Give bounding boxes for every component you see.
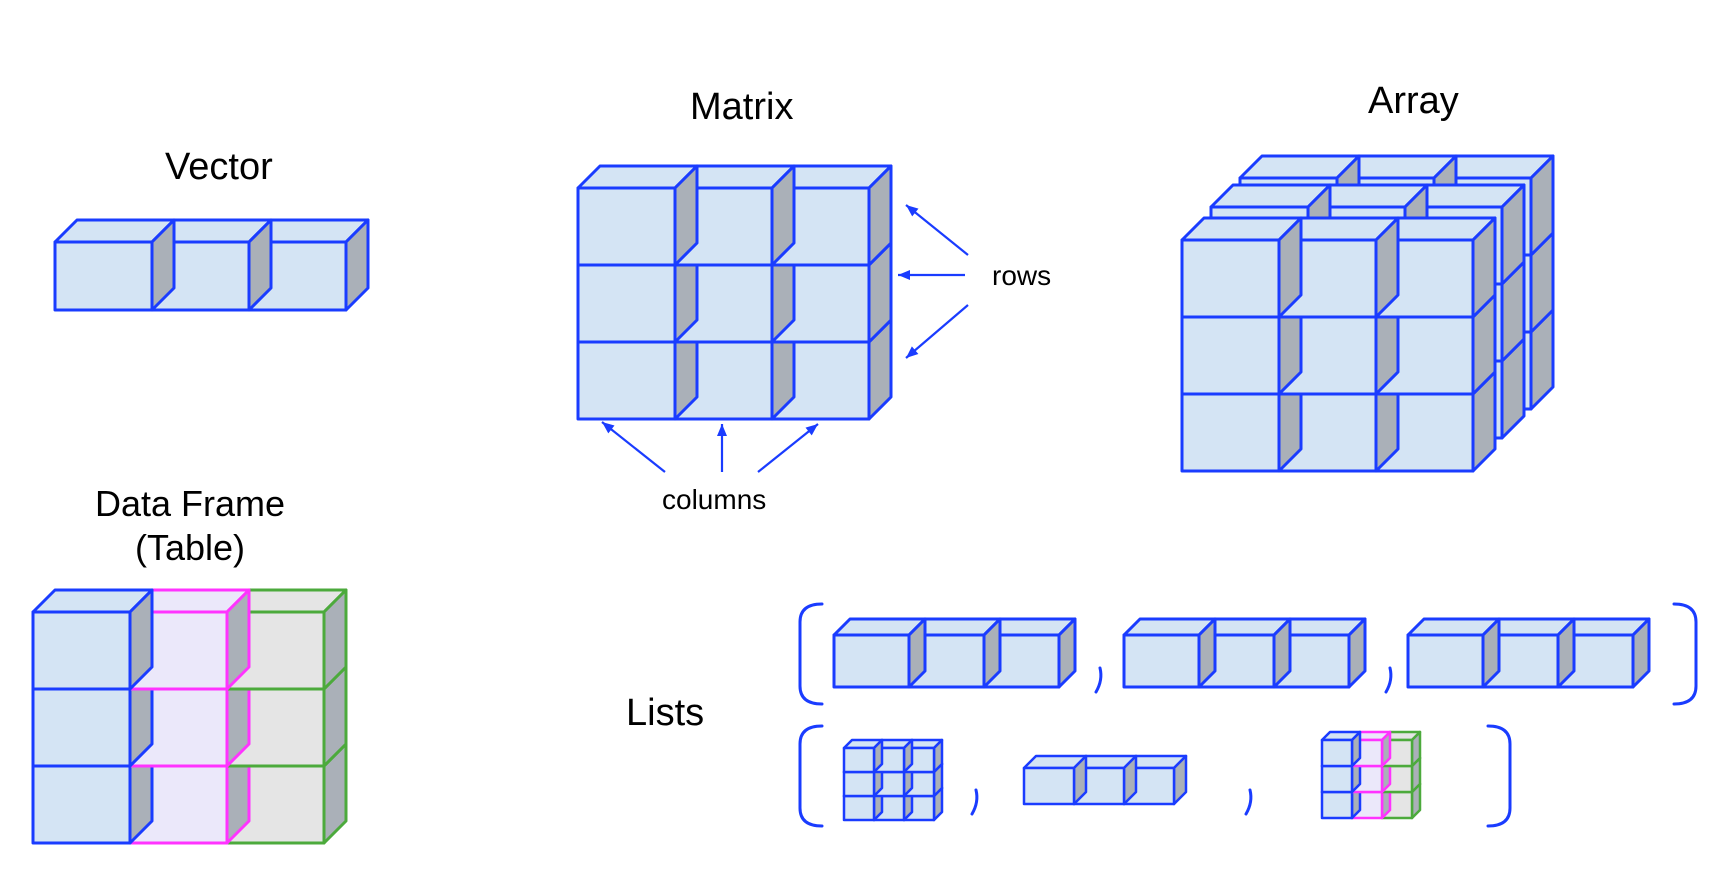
- cell-0-2: [1374, 216, 1497, 319]
- lists-title: Lists: [626, 692, 705, 734]
- arrow-line: [757, 423, 819, 473]
- cell-front-face: [31, 610, 132, 691]
- data-frame-title-line2: (Table): [134, 527, 246, 568]
- cell-0-2: [770, 164, 893, 267]
- cell-0-2: [247, 218, 370, 312]
- cell-0-2: [225, 588, 348, 691]
- cell-0-2: [982, 617, 1077, 689]
- columns-arrow-1: [601, 421, 666, 473]
- arrow-head: [898, 270, 910, 280]
- cell-front-face: [842, 770, 876, 798]
- rows-arrow-3: [905, 304, 969, 359]
- vector-title: Vector: [165, 146, 273, 188]
- cell-front-face: [53, 240, 154, 312]
- vector-cells: [53, 218, 370, 312]
- list-2-comma-1: [970, 788, 979, 816]
- cell-front-face: [1022, 766, 1076, 806]
- data-frame-title: Data Frame (Table): [60, 482, 320, 570]
- cell-front-face: [1122, 633, 1201, 689]
- list-1: [832, 617, 1651, 689]
- cell-0-1: [1277, 216, 1400, 319]
- cell-0-1: [1072, 754, 1138, 806]
- cell-front-face: [1180, 238, 1281, 319]
- cell-front-face: [842, 746, 876, 774]
- cell-0-0: [1022, 754, 1088, 806]
- array-title: Array: [1368, 80, 1459, 122]
- cell-0-0: [832, 617, 927, 689]
- list-2-vector: [1022, 754, 1188, 806]
- cell-front-face: [1180, 392, 1281, 473]
- list-2-close-bracket: [1486, 724, 1512, 828]
- cell-front-face: [576, 263, 677, 344]
- rows-arrow-1: [905, 204, 969, 256]
- rows-label: rows: [992, 260, 1052, 291]
- cell-front-face: [31, 687, 132, 768]
- data-frame-cells: [31, 588, 348, 845]
- arrow-line: [601, 421, 666, 473]
- arrow-head: [602, 422, 615, 434]
- list-2-data-frame: [1320, 730, 1422, 820]
- arrow-head: [717, 424, 727, 436]
- cell-0-1: [1481, 617, 1576, 689]
- matrix-cells: [576, 164, 893, 421]
- cell-front-face: [1406, 633, 1485, 689]
- cell-0-0: [1320, 730, 1362, 768]
- list-2-comma-2: [1244, 788, 1253, 816]
- cell-0-1: [150, 218, 273, 312]
- cell-0-0: [576, 164, 699, 267]
- list-2: [842, 730, 1422, 822]
- list-2-matrix: [842, 738, 944, 822]
- matrix-title: Matrix: [690, 86, 794, 128]
- cell-0-0: [1122, 617, 1217, 689]
- list-1-comma-1: [1094, 666, 1103, 694]
- cell-0-0: [842, 738, 884, 774]
- cell-front-face: [31, 764, 132, 845]
- cell-0-0: [1180, 216, 1303, 319]
- cell-front-face: [1320, 738, 1354, 768]
- arrow-head: [805, 424, 818, 436]
- cell-front-face: [1320, 790, 1354, 820]
- columns-arrow-2: [717, 424, 727, 472]
- list-1-vector-2: [1122, 617, 1367, 689]
- cell-0-0: [53, 218, 176, 312]
- list-1-vector-1: [832, 617, 1077, 689]
- columns-label: columns: [662, 484, 767, 515]
- cell-0-1: [673, 164, 796, 267]
- cell-0-0: [1406, 617, 1501, 689]
- cell-front-face: [576, 340, 677, 421]
- cell-0-2: [1272, 617, 1367, 689]
- cell-front-face: [1320, 764, 1354, 794]
- cell-front-face: [842, 794, 876, 822]
- list-1-open-bracket: [798, 602, 824, 706]
- array-layer-front: [1180, 216, 1497, 473]
- list-1-comma-2: [1384, 666, 1393, 694]
- cell-front-face: [1180, 315, 1281, 396]
- arrow-head: [906, 205, 919, 217]
- array-cells: [1180, 154, 1555, 473]
- arrow-line: [905, 204, 969, 256]
- cell-0-0: [31, 588, 154, 691]
- rows-arrow-2: [898, 270, 965, 280]
- cell-front-face: [576, 186, 677, 267]
- list-2-open-bracket: [798, 724, 824, 828]
- list-1-vector-3: [1406, 617, 1651, 689]
- arrow-head: [906, 346, 919, 358]
- cell-front-face: [832, 633, 911, 689]
- data-frame-title-line1: Data Frame: [94, 483, 286, 524]
- list-1-close-bracket: [1672, 602, 1698, 706]
- arrow-line: [905, 304, 969, 359]
- columns-arrow-3: [757, 423, 819, 473]
